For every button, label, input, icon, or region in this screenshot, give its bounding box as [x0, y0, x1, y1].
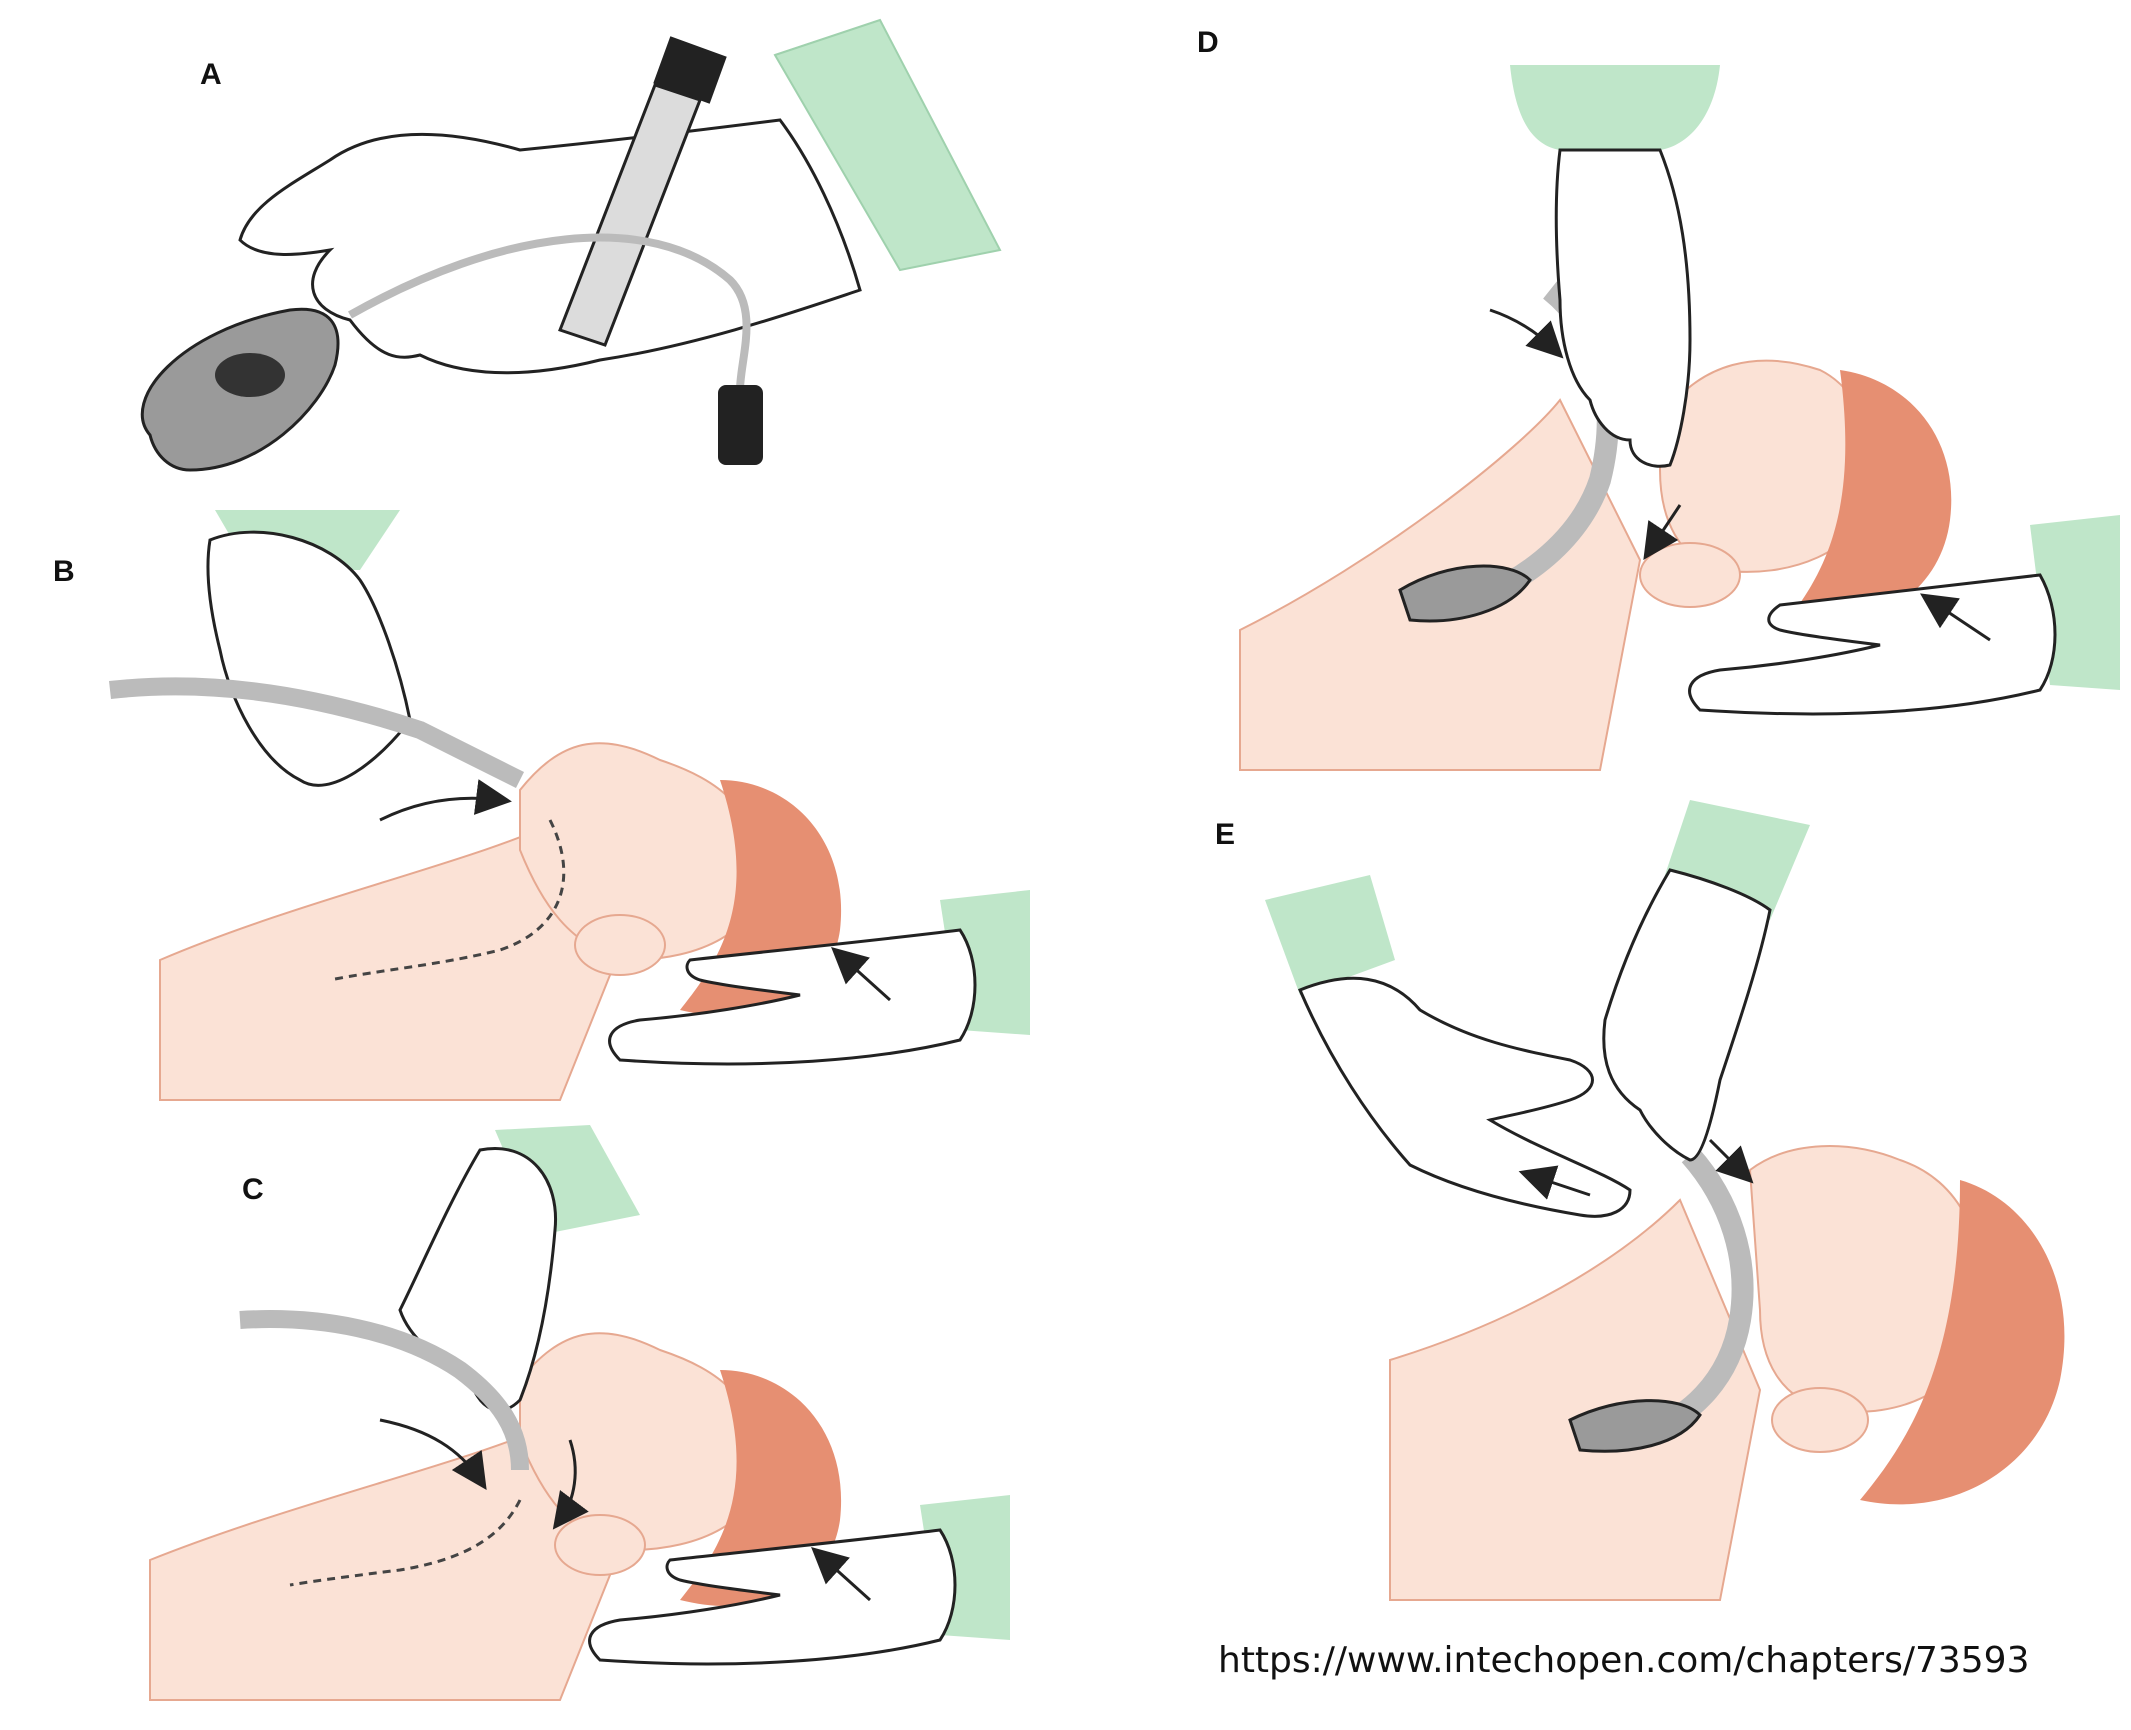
panel-c-airway-path [289, 1499, 522, 1587]
panel-c-insertion-arrow-left [379, 1418, 487, 1490]
panel-e-patient-ear [1771, 1387, 1869, 1453]
panel-c-head-tilt-arrow [811, 1546, 872, 1602]
panel-d-upper-sleeve-cuff [1510, 65, 1720, 150]
panel-c-insertion-arrow-right [552, 1439, 589, 1530]
panel-b-airway-tube [109, 677, 525, 789]
panel-b-lower-gloved-hand [608, 928, 977, 1066]
panel-c-illustration [149, 1125, 1010, 1701]
panel-e-withdraw-arrow [1518, 1165, 1591, 1200]
panel-d-upper-gloved-hand [1554, 148, 1692, 468]
panel-e-left-sleeve-cuff [1265, 875, 1395, 995]
panel-d-patient-hair [1780, 370, 1952, 632]
panel-a-sleeve-cuff [773, 18, 1002, 272]
panel-e-left-gloved-hand [1298, 976, 1632, 1218]
panel-b-illustration [109, 510, 1030, 1101]
panel-a-pilot-line [348, 233, 751, 391]
panel-b-patient-ear [574, 914, 666, 976]
panel-a-gloved-hand [238, 118, 862, 375]
panel-a-illustration [140, 18, 1002, 472]
panel-b-upper-gloved-hand [206, 530, 412, 787]
panel-d-lower-gloved-hand [1688, 573, 2057, 716]
panel-d-laryngeal-mask [1398, 564, 1532, 623]
panel-c-lower-gloved-hand [588, 1528, 957, 1666]
panel-label-e: E [1215, 818, 1236, 851]
source-url: https://www.intechopen.com/chapters/7359… [1218, 1640, 2030, 1681]
panel-d-illustration [1239, 65, 2120, 771]
panel-a-tube-connector [653, 36, 727, 104]
panel-c-patient-ear [554, 1514, 646, 1576]
panel-e-advance-arrow [1708, 1138, 1754, 1184]
panel-b-airway-path [329, 819, 566, 982]
panel-e-patient-body [1389, 1198, 1762, 1601]
panel-e-right-gloved-hand [1602, 868, 1772, 1162]
panel-c-airway-tube [239, 1310, 529, 1471]
panel-label-a: A [200, 58, 222, 91]
panel-e-illustration [1265, 800, 2065, 1601]
panel-d-insertion-arrow-top [1489, 308, 1564, 359]
panel-d-insertion-arrow-bottom [1643, 504, 1682, 560]
panel-d-head-tilt-arrow [1920, 593, 1991, 642]
panel-label-c: C [242, 1173, 264, 1206]
panel-e-patient-hair [1860, 1180, 2065, 1505]
panel-d-patient-ear [1639, 542, 1741, 608]
panel-a-mask-aperture [215, 353, 285, 397]
panel-label-b: B [53, 555, 75, 588]
panel-b-head-tilt-arrow [831, 946, 892, 1002]
panel-b-insertion-arrow [379, 779, 512, 822]
panel-a-pilot-valve [718, 385, 763, 465]
panel-e-laryngeal-mask [1568, 1399, 1702, 1453]
panel-label-d: D [1197, 26, 1219, 59]
